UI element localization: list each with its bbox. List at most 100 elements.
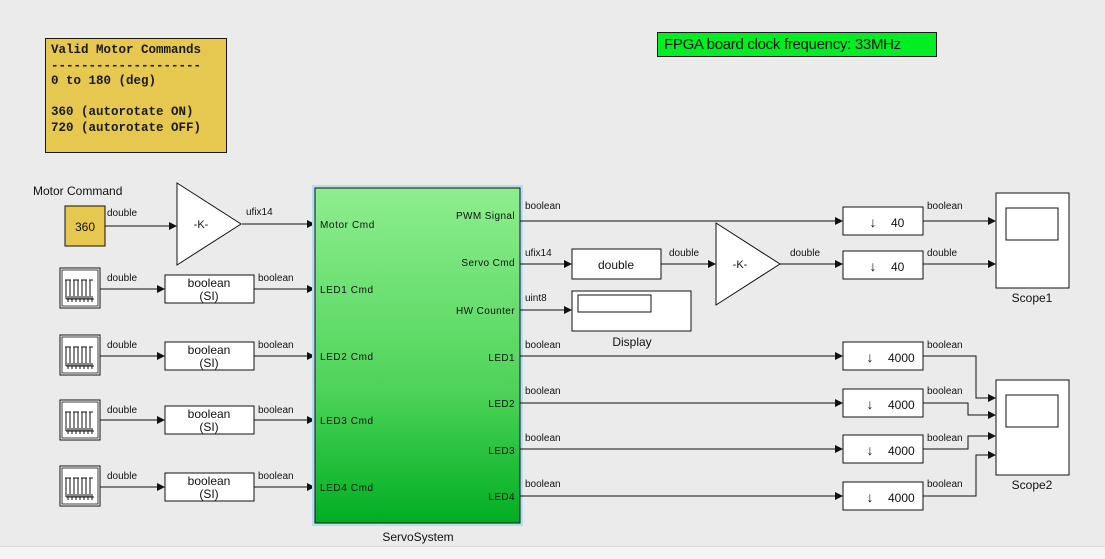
signal-type-label: double: [107, 340, 137, 351]
block-diagram: Motor Command 360 -K- boolean (SI) boole…: [33, 182, 1070, 544]
display-label: Display: [612, 335, 651, 349]
gain-label: -K-: [194, 219, 209, 231]
servo-system-label: ServoSystem: [382, 530, 453, 544]
down-arrow-icon: ↓: [870, 258, 877, 274]
port-label: LED2: [488, 399, 515, 410]
down-arrow-icon: ↓: [867, 396, 874, 412]
wire: [923, 432, 996, 450]
rate-transition-4000-b[interactable]: ↓ 4000: [842, 388, 924, 418]
rate-transition-4000-c[interactable]: ↓ 4000: [842, 434, 924, 464]
input-gain-block[interactable]: [176, 182, 242, 266]
wire: [923, 451, 996, 497]
signal-type-label: boolean: [927, 479, 963, 490]
double-convert-block[interactable]: [571, 248, 662, 280]
converter-1[interactable]: boolean (SI): [164, 274, 255, 304]
converter-2[interactable]: boolean (SI): [164, 341, 255, 371]
signal-type-label: double: [107, 405, 137, 416]
port-label: PWM Signal: [456, 211, 515, 222]
signal-type-label: double: [790, 248, 820, 259]
port-label: HW Counter: [456, 306, 515, 317]
signal-type-label: double: [927, 248, 957, 259]
rate-value: 4000: [888, 351, 915, 365]
converter-line: (SI): [199, 420, 218, 434]
signal-type-label: uint8: [525, 293, 547, 304]
signal-type-label: double: [107, 208, 137, 219]
signal-type-label: boolean: [927, 386, 963, 397]
pulse-generator-2[interactable]: [59, 334, 101, 376]
note-line: --------------------: [51, 58, 202, 73]
signal-type-label: boolean: [927, 201, 963, 212]
converter-line: (SI): [199, 289, 218, 303]
valid-commands-note[interactable]: Valid Motor Commands -------------------…: [45, 38, 227, 153]
clock-frequency-note[interactable]: FPGA board clock frequency: 33MHz: [657, 32, 937, 57]
double-convert-label: double: [598, 258, 634, 272]
signal-type-label: ufix14: [525, 248, 552, 259]
signal-type-label: double: [107, 273, 137, 284]
display-readout: [577, 294, 652, 313]
signal-type-label: boolean: [525, 433, 561, 444]
converter-3[interactable]: boolean (SI): [164, 405, 255, 435]
signal-type-label: boolean: [927, 340, 963, 351]
port-label: LED3 Cmd: [320, 416, 374, 427]
converter-4[interactable]: boolean (SI): [164, 472, 255, 502]
rate-value: 40: [891, 260, 905, 274]
converter-line: boolean: [188, 276, 231, 290]
port-label: LED2 Cmd: [320, 352, 374, 363]
port-label: Servo Cmd: [461, 258, 515, 269]
rate-value: 40: [891, 216, 905, 230]
port-label: LED1: [488, 353, 515, 364]
rate-value: 4000: [888, 398, 915, 412]
converter-line: boolean: [188, 343, 231, 357]
signal-type-label: boolean: [525, 386, 561, 397]
down-arrow-icon: ↓: [867, 349, 874, 365]
pulse-generator-4[interactable]: [59, 465, 101, 507]
note-line: 720 (autorotate OFF): [51, 120, 202, 135]
signal-type-label: double: [669, 248, 699, 259]
motor-command-label: Motor Command: [33, 184, 122, 198]
port-label: LED4 Cmd: [320, 483, 374, 494]
signal-type-label: ufix14: [246, 207, 273, 218]
signal-type-label: boolean: [927, 433, 963, 444]
pulse-generator-3[interactable]: [59, 399, 101, 441]
signal-type-label: boolean: [258, 471, 294, 482]
output-gain-block[interactable]: [715, 222, 781, 306]
signal-type-label: boolean: [525, 340, 561, 351]
pulse-generator-1[interactable]: [59, 267, 101, 309]
wire: [923, 402, 996, 419]
port-label: LED3: [488, 446, 515, 457]
converter-line: boolean: [188, 474, 231, 488]
wire: [923, 355, 996, 402]
rate-transition-4000-a[interactable]: ↓ 4000: [842, 341, 924, 371]
signal-type-label: boolean: [525, 479, 561, 490]
signal-type-label: boolean: [258, 340, 294, 351]
horizontal-scrollbar[interactable]: [0, 546, 1105, 559]
converter-line: (SI): [199, 356, 218, 370]
rate-transition-40-a[interactable]: ↓ 40: [842, 206, 924, 236]
signal-type-label: boolean: [525, 201, 561, 212]
down-arrow-icon: ↓: [867, 489, 874, 505]
scope2-label: Scope2: [1012, 478, 1053, 492]
port-label: LED4: [488, 492, 515, 503]
note-line: 0 to 180 (deg): [51, 74, 157, 88]
servo-system-subsystem[interactable]: [314, 187, 521, 524]
note-line: 360 (autorotate ON): [51, 105, 194, 119]
port-label: LED1 Cmd: [320, 285, 374, 296]
converter-line: boolean: [188, 407, 231, 421]
converter-line: (SI): [199, 487, 218, 501]
down-arrow-icon: ↓: [867, 442, 874, 458]
signal-type-label: boolean: [258, 405, 294, 416]
rate-value: 4000: [888, 491, 915, 505]
port-label: Motor Cmd: [320, 220, 375, 231]
note-line: Valid Motor Commands: [51, 43, 202, 57]
constant-value: 360: [75, 220, 95, 234]
scope1-block[interactable]: [995, 192, 1070, 289]
gain-label: -K-: [733, 259, 748, 271]
rate-transition-4000-d[interactable]: ↓ 4000: [842, 481, 924, 511]
signal-type-label: boolean: [258, 273, 294, 284]
down-arrow-icon: ↓: [870, 214, 877, 230]
signal-type-label: double: [107, 471, 137, 482]
rate-value: 4000: [888, 444, 915, 458]
scope2-block[interactable]: [995, 379, 1070, 476]
rate-transition-40-b[interactable]: ↓ 40: [842, 250, 924, 280]
